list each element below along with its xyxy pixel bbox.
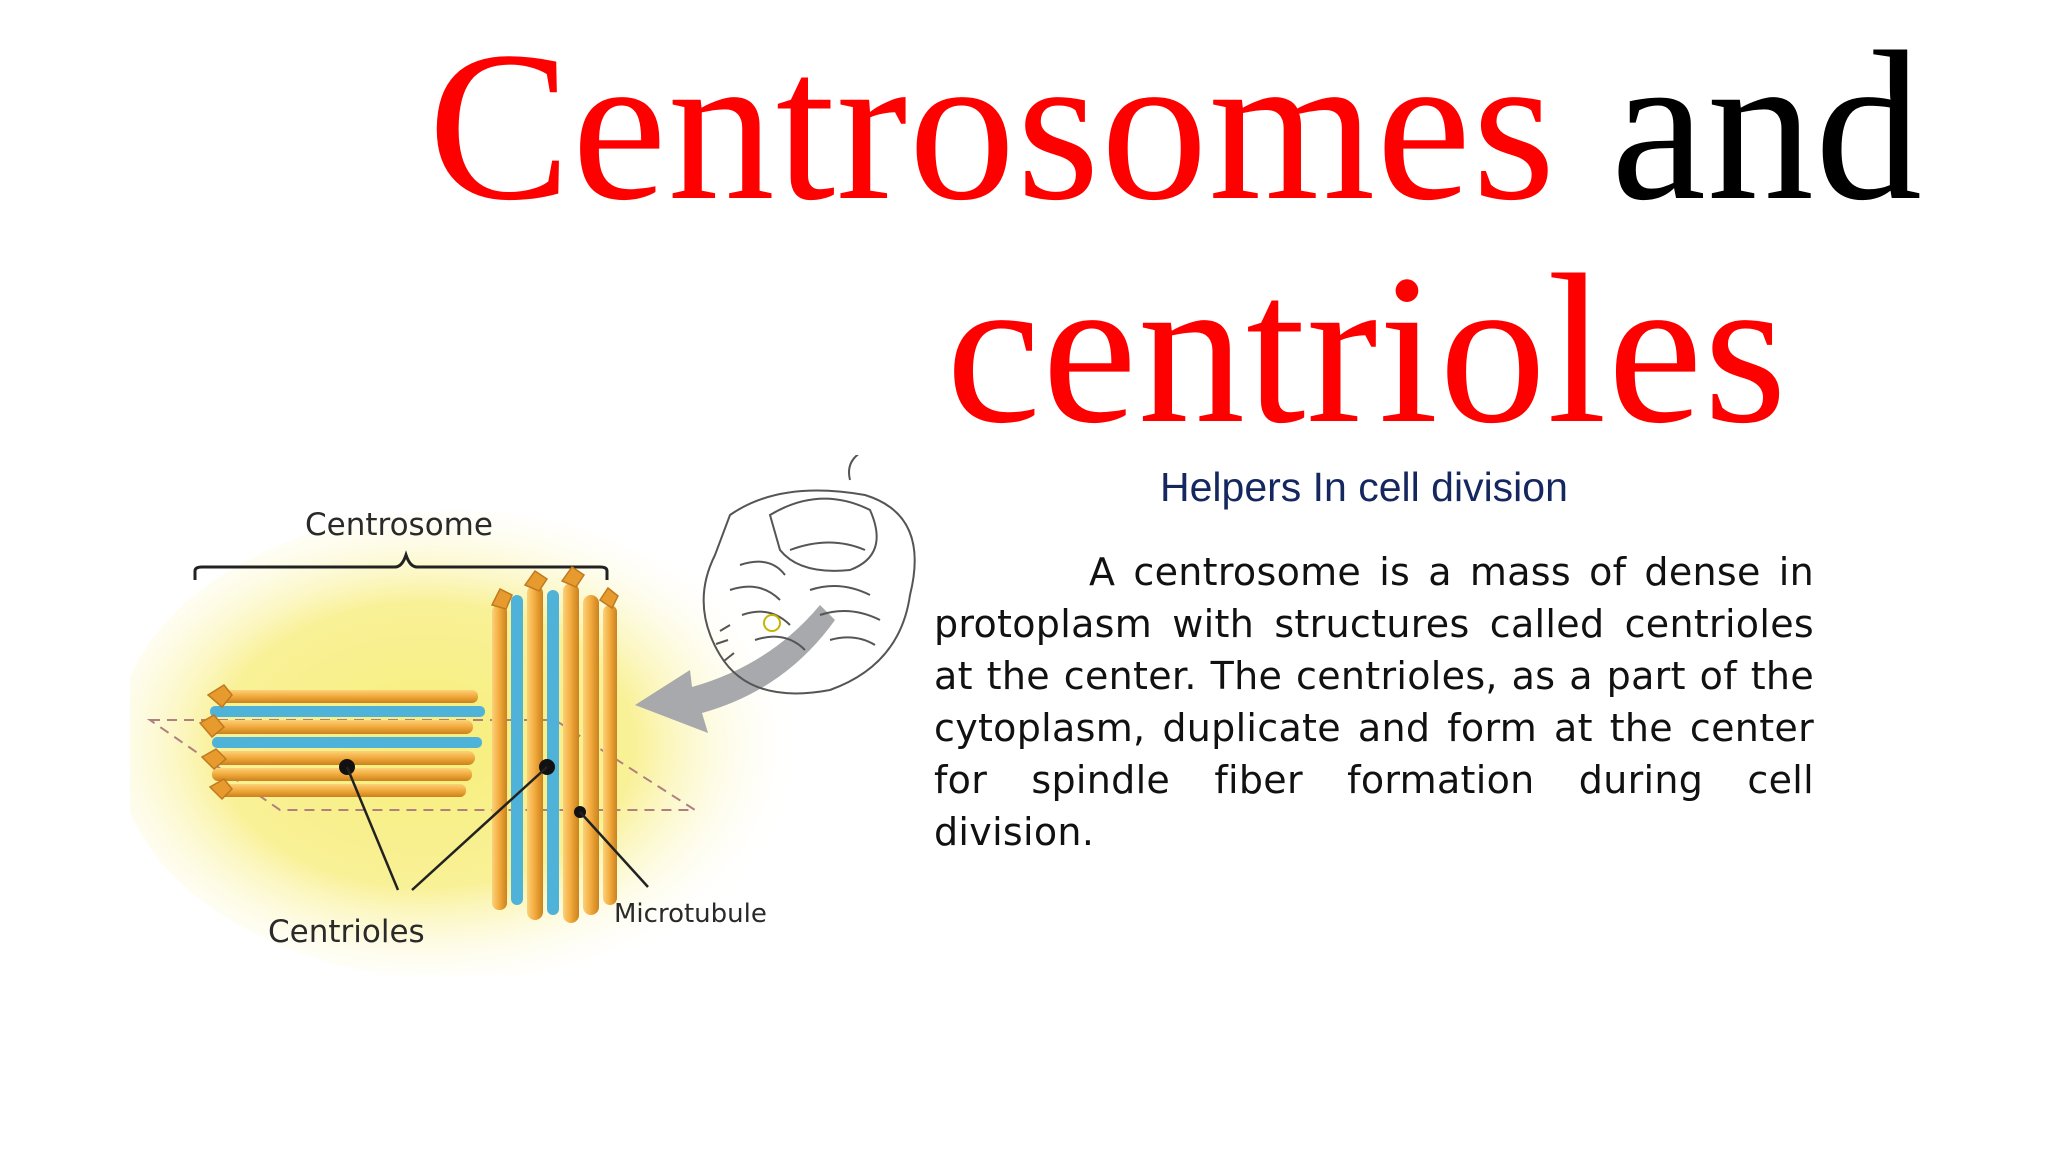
- centrosome-illustration: Centrosome: [130, 455, 916, 975]
- slide-title-line-2: centrioles: [946, 231, 1788, 468]
- title-word-centrosomes: Centrosomes: [428, 8, 1557, 245]
- slide-subtitle: Helpers In cell division: [1160, 464, 1568, 510]
- label-centrioles: Centrioles: [268, 914, 425, 950]
- horizontal-centriole: [198, 684, 485, 801]
- slide-title-line-1: Centrosomes and: [428, 20, 1923, 234]
- title-word-and: and: [1610, 8, 1923, 245]
- gray-arrow: [635, 605, 835, 733]
- label-pointers: [339, 759, 649, 891]
- cell-sketch: [702, 455, 916, 695]
- centrosome-bracket: [193, 550, 609, 580]
- vertical-centriole: [490, 565, 619, 923]
- centrosome-diagram: Centrosome: [130, 455, 930, 975]
- label-microtubule: Microtubule: [614, 899, 767, 929]
- slide-body-text: A centrosome is a mass of dense in proto…: [934, 550, 1814, 854]
- label-centrosome: Centrosome: [305, 507, 493, 543]
